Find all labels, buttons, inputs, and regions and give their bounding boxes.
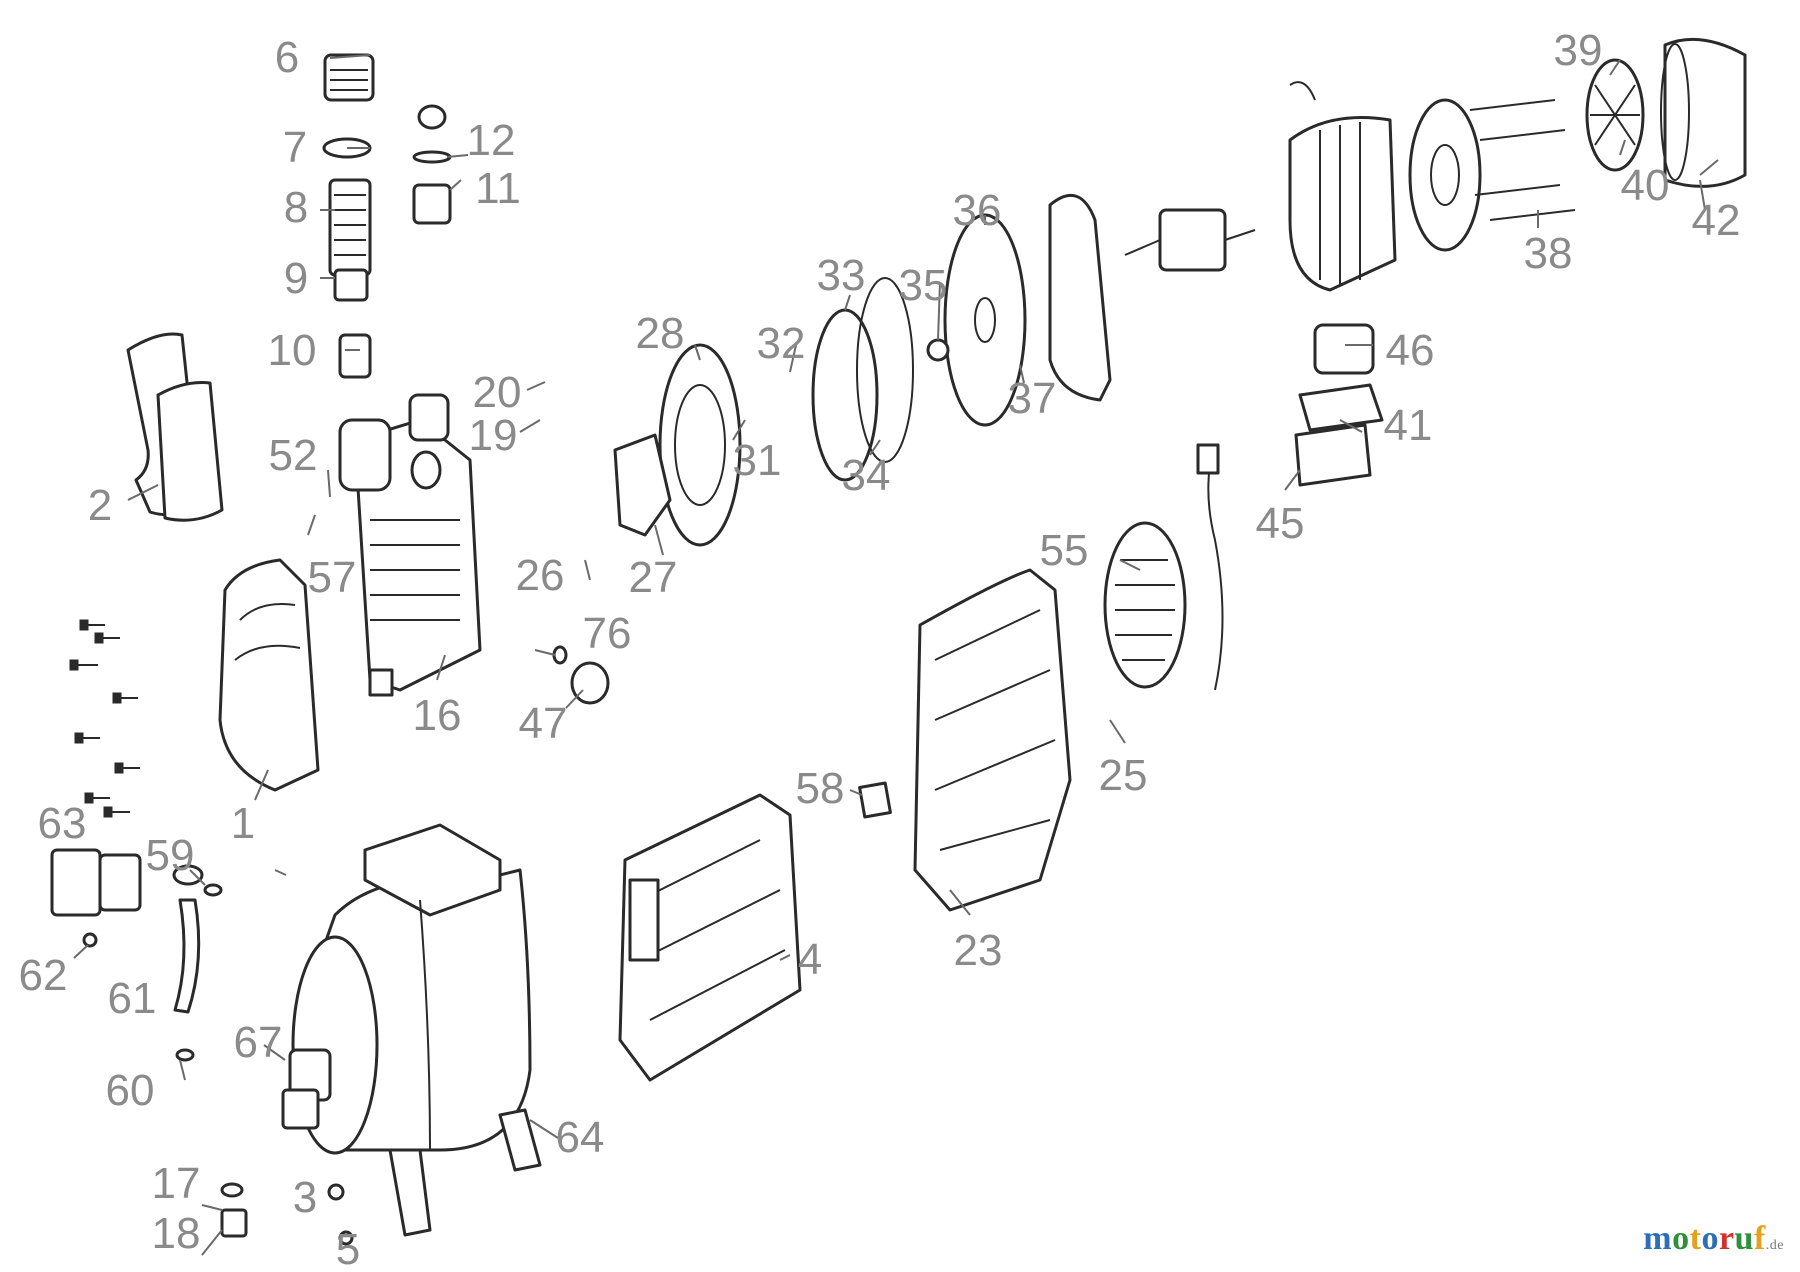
terminal-box-drawing [1294,383,1384,487]
part-label-26: 26 [516,551,565,600]
part-label-4: 4 [798,935,822,984]
fittings-drawing [322,53,452,379]
part-label-67: 67 [234,1018,283,1067]
part-label-60: 60 [106,1066,155,1115]
label-plate-drawing [858,781,892,819]
part-label-27: 27 [629,553,678,602]
part-label-31: 31 [733,436,782,485]
diffuser-drawing [613,433,672,537]
part-label-5: 5 [336,1225,360,1272]
part-label-20: 20 [473,368,522,417]
rear-bracket-drawing [1408,98,1482,252]
front-cover-drawing [218,558,320,792]
part-label-23: 23 [954,926,1003,975]
part-label-57: 57 [308,553,357,602]
part-label-45: 45 [1256,499,1305,548]
part-label-19: 19 [469,411,518,460]
part-label-3: 3 [293,1173,317,1222]
part-label-18: 18 [152,1209,201,1258]
watermark-suffix: .de [1765,1238,1784,1253]
cover-sheet-drawing [126,332,224,522]
part-label-8: 8 [284,183,308,232]
watermark-letter: u [1734,1220,1754,1257]
part-label-34: 34 [842,451,891,500]
part-label-41: 41 [1384,401,1433,450]
part-label-35: 35 [899,261,948,310]
part-label-28: 28 [636,309,685,358]
part-label-25: 25 [1099,751,1148,800]
part-label-38: 38 [1524,229,1573,278]
stator-drawing [1288,81,1397,292]
part-label-2: 2 [88,481,112,530]
rotor-drawing [1124,208,1256,272]
part-label-59: 59 [146,831,195,880]
part-label-58: 58 [796,764,845,813]
pressure-tank-drawing [288,823,542,1237]
fan-drawing [1585,58,1645,172]
end-bracket-drawing [1048,194,1112,402]
part-label-40: 40 [1621,161,1670,210]
watermark-letter: r [1718,1220,1735,1257]
fan-grille-drawing [1103,521,1187,689]
capacitor-drawing [1313,323,1375,375]
part-label-62: 62 [19,951,68,1000]
part-label-16: 16 [413,691,462,740]
part-label-36: 36 [953,186,1002,235]
power-cord-drawing [1196,443,1224,691]
part-label-52: 52 [269,431,318,480]
watermark-letter: o [1701,1220,1719,1257]
part-label-9: 9 [284,254,308,303]
part-label-11: 11 [475,164,521,213]
pump-housing-drawing [338,393,482,697]
part-label-55: 55 [1040,526,1089,575]
motor-shroud-drawing [913,568,1072,912]
part-label-12: 12 [467,116,516,165]
part-label-39: 39 [1554,26,1603,75]
part-drawings [50,37,1747,1246]
part-label-32: 32 [757,319,806,368]
part-label-46: 46 [1386,326,1435,375]
part-labels: 1 2 3 4 5 6 7 8 9 10 11 12 16 17 18 19 2… [19,26,1741,1272]
watermark-letter: t [1689,1220,1702,1257]
leader-lines [73,54,1719,1256]
hose-drawing [172,864,223,1062]
valve-fittings-drawing [220,1088,354,1246]
pump-flange-drawing [658,343,742,547]
part-label-63: 63 [38,799,87,848]
watermark-letter: m [1643,1220,1673,1257]
part-label-37: 37 [1008,374,1057,423]
fan-cover-drawing [1660,37,1747,188]
bolts-drawing [69,619,140,818]
part-label-6: 6 [275,33,299,82]
base-frame-drawing [618,793,802,1082]
part-label-17: 17 [152,1159,201,1208]
tie-rods-drawing [1469,99,1576,221]
part-label-10: 10 [268,326,317,375]
part-label-42: 42 [1692,196,1741,245]
watermark-letter: o [1672,1220,1690,1257]
part-label-76: 76 [583,609,632,658]
part-label-7: 7 [283,123,307,172]
part-label-64: 64 [556,1113,605,1162]
part-label-1: 1 [231,799,255,848]
part-label-33: 33 [817,251,866,300]
part-label-47: 47 [519,699,568,748]
pressure-switch-drawing [50,848,142,948]
part-label-61: 61 [108,974,157,1023]
motoruf-watermark: motoruf.de [1643,1220,1784,1258]
watermark-letter: f [1753,1220,1766,1257]
